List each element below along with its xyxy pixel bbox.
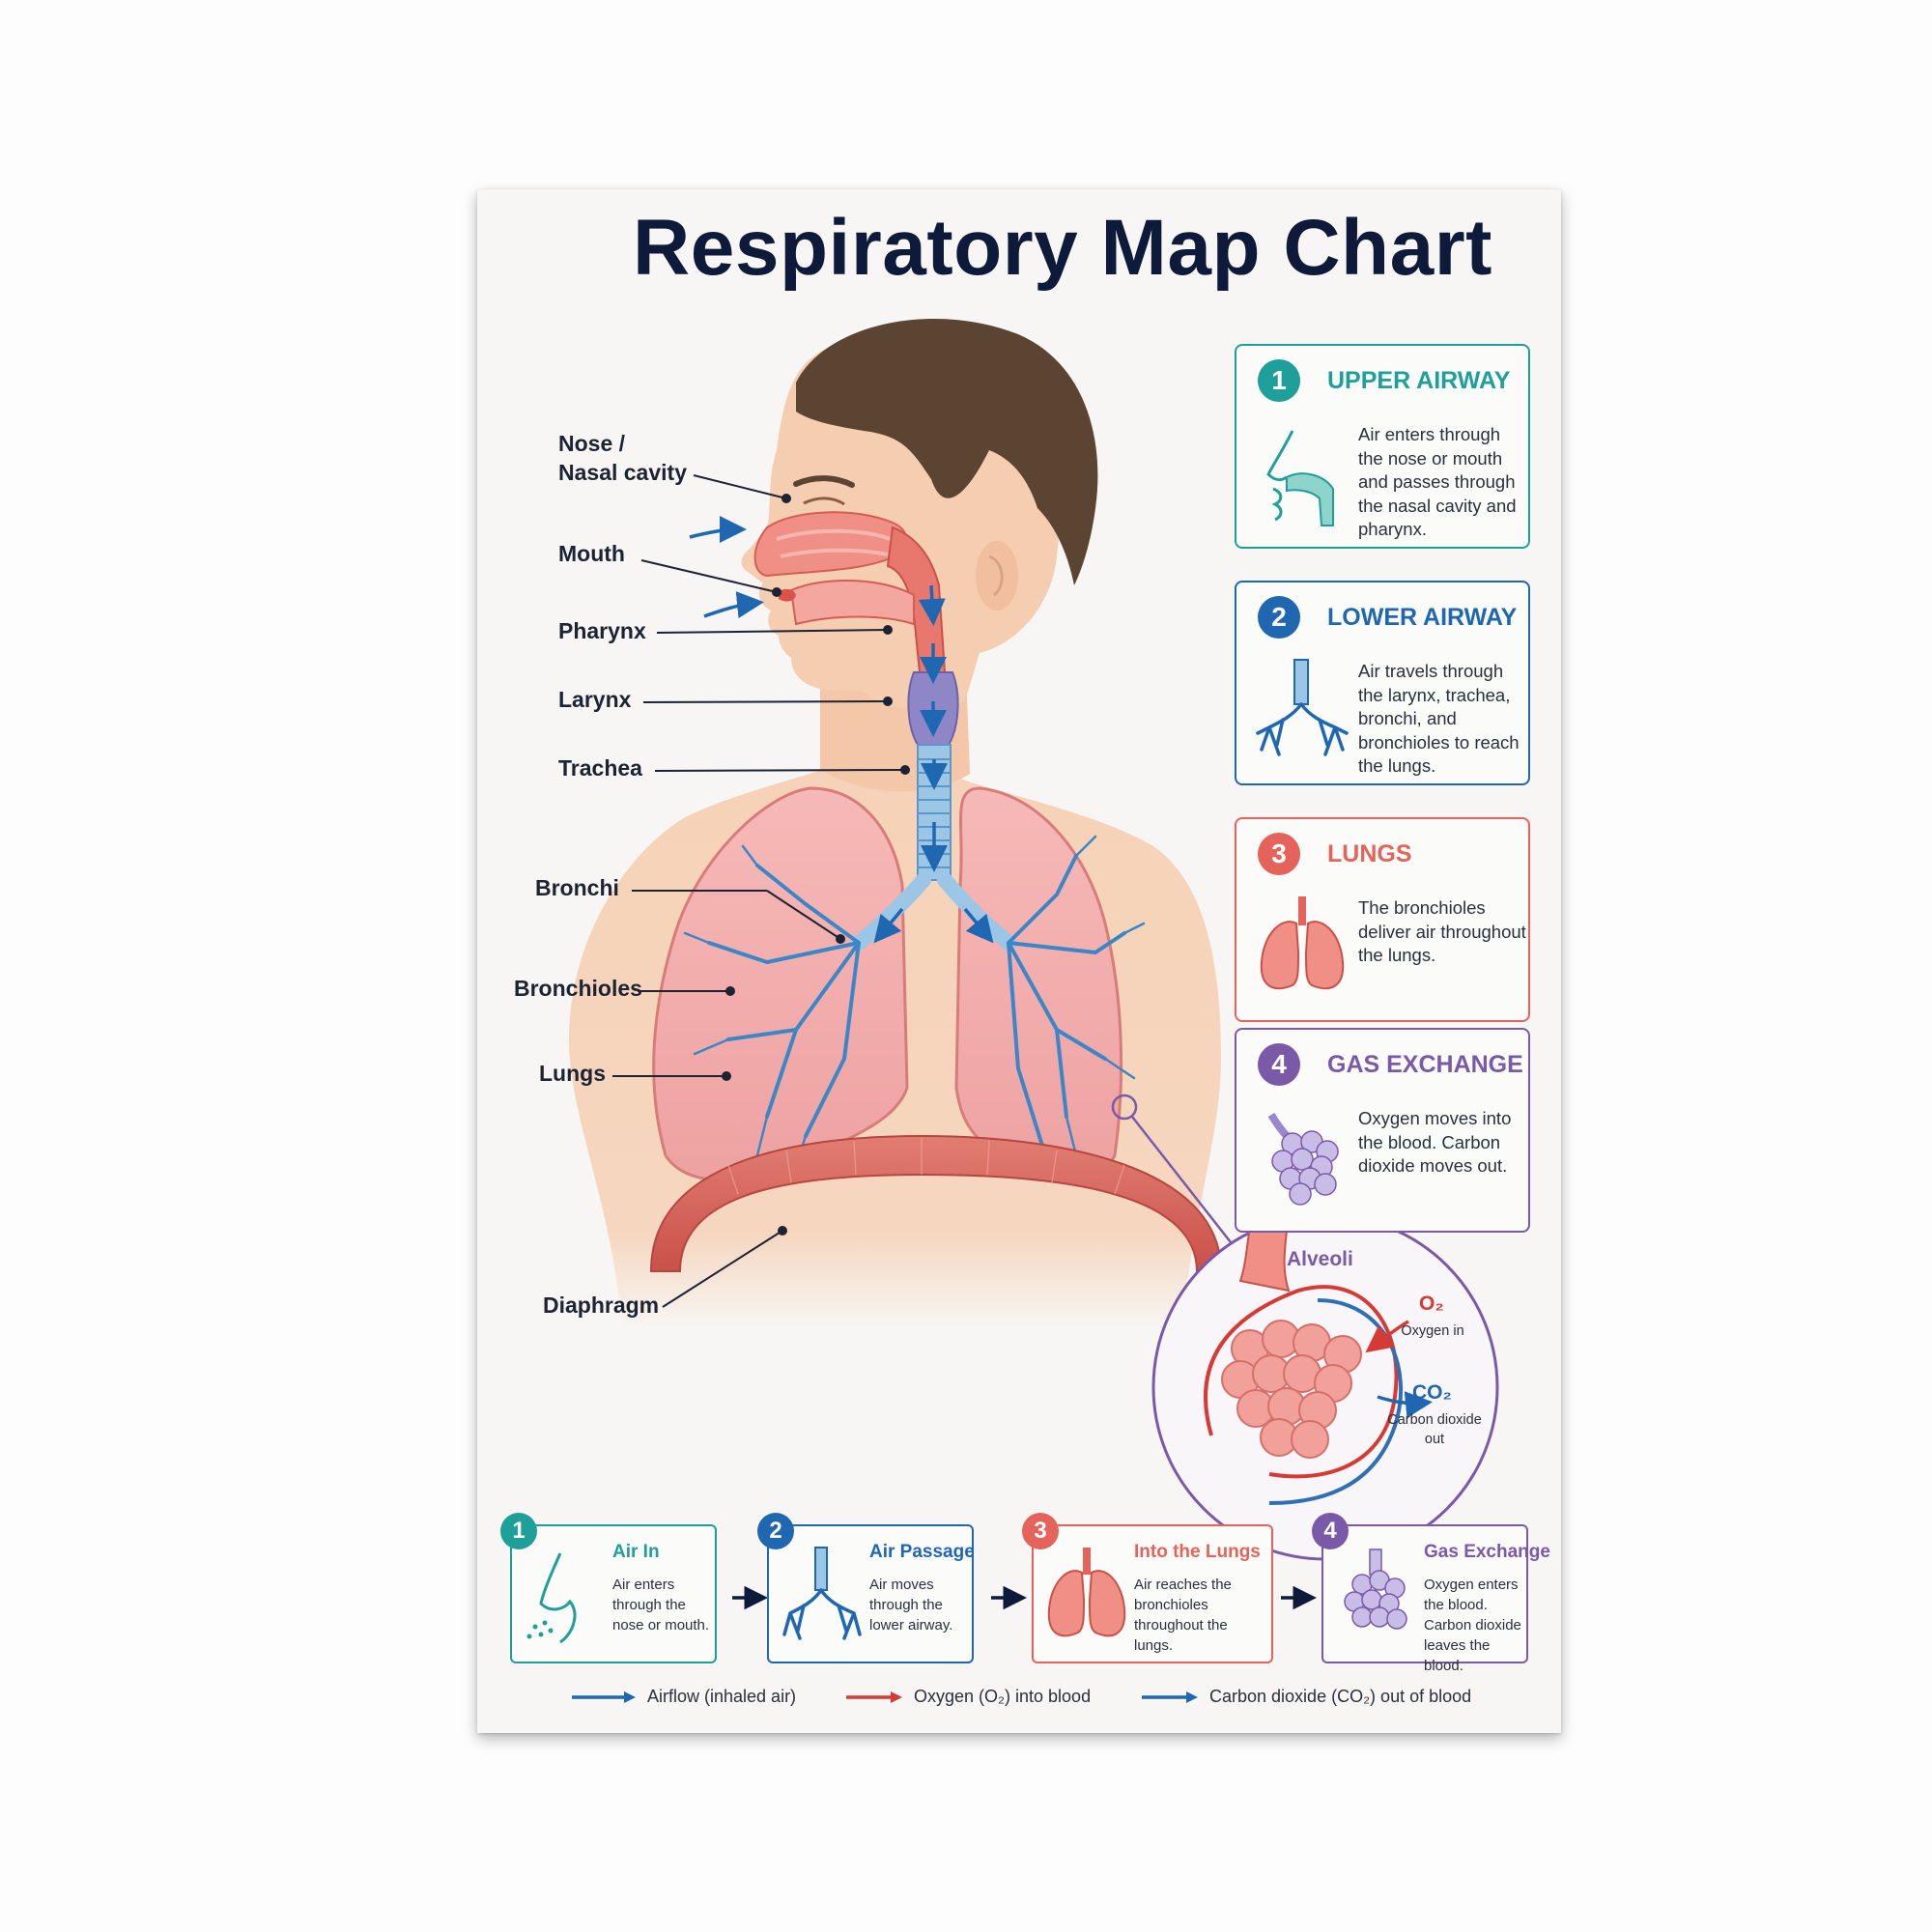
oxygen-arrow-icon: [846, 1691, 902, 1704]
legend-label: Carbon dioxide (CO₂) out of blood: [1209, 1687, 1472, 1706]
label-nose-line1: Nose /: [558, 431, 626, 456]
card-number: 2: [1258, 596, 1300, 639]
card-text: Air travels through the larynx, trachea,…: [1358, 661, 1520, 776]
step-number: 2: [757, 1513, 794, 1549]
step-air-passage: 2 Air Passage Air moves through the lowe…: [757, 1513, 975, 1663]
leader-lines: [612, 474, 910, 1308]
diaphragm-striations: [727, 1138, 1125, 1195]
card-title: LOWER AIRWAY: [1327, 604, 1518, 631]
step-text: Oxygen enters the blood. Carbon dioxide …: [1424, 1577, 1521, 1674]
anatomy-illustration: [569, 319, 1499, 1610]
bronchial-tree: [683, 835, 1146, 1177]
card-number: 1: [1258, 359, 1300, 402]
card-upper-airway: 1 UPPER AIRWAY Air enters through the no…: [1235, 344, 1530, 549]
co2-symbol: CO₂: [1412, 1381, 1452, 1404]
step-title: Air Passage: [869, 1542, 975, 1562]
step-text: Air enters through the nose or mouth.: [612, 1577, 710, 1634]
o2-label: Oxygen in: [1401, 1323, 1464, 1339]
airway-airflow-arrows: [873, 584, 994, 944]
nose-icon: [526, 1552, 577, 1644]
right-lung-left-side: [652, 786, 909, 1182]
step-title: Into the Lungs: [1134, 1542, 1261, 1562]
step-into-the-lungs: 3 Into the Lungs Air reaches the bronchi…: [1022, 1513, 1273, 1663]
co2-label: Carbon dioxide out: [1387, 1412, 1482, 1447]
nose-icon: [1266, 430, 1334, 526]
step-text: Air reaches the bronchioles throughout t…: [1134, 1577, 1232, 1654]
alveoli-pointer: [1111, 1094, 1138, 1121]
card-title: LUNGS: [1327, 840, 1412, 867]
label-lungs: Lungs: [539, 1061, 606, 1086]
card-title: GAS EXCHANGE: [1327, 1051, 1523, 1078]
co2-out-arrow: [1377, 1391, 1433, 1419]
step-title: Gas Exchange: [1424, 1542, 1550, 1562]
label-bronchioles: Bronchioles: [514, 976, 642, 1001]
label-pharynx: Pharynx: [558, 618, 646, 643]
card-number: 3: [1258, 833, 1300, 875]
step-number: 1: [500, 1513, 537, 1549]
step-text: Air moves through the lower airway.: [869, 1577, 953, 1634]
card-text: The bronchioles deliver air throughout t…: [1358, 897, 1526, 965]
lungs-icon: [1260, 896, 1345, 990]
label-bronchi: Bronchi: [535, 875, 619, 900]
bronchi-icon: [782, 1547, 862, 1640]
card-lower-airway: 2 LOWER AIRWAY Air travels through the l…: [1235, 581, 1530, 785]
o2-symbol: O₂: [1419, 1293, 1444, 1315]
air-in-mouth-arrow: [703, 591, 764, 619]
card-text: Air enters through the nose or mouth and…: [1358, 424, 1517, 539]
page-title: Respiratory Map Chart: [633, 204, 1492, 292]
step-number: 3: [1022, 1513, 1059, 1549]
hair: [796, 319, 1098, 585]
label-nose-line2: Nasal cavity: [558, 460, 687, 485]
legend-label: Oxygen (O₂) into blood: [914, 1687, 1092, 1706]
ear: [976, 541, 1018, 611]
alveoli-icon: [1267, 1112, 1339, 1206]
airflow-arrow-icon: [572, 1691, 636, 1704]
step-title: Air In: [612, 1542, 660, 1562]
card-number: 4: [1258, 1043, 1300, 1086]
lungs-icon: [1047, 1548, 1126, 1637]
legend: Airflow (inhaled air) Oxygen (O₂) into b…: [477, 1687, 1561, 1716]
bronchi-icon: [1256, 659, 1349, 756]
co2-arrow-icon: [1142, 1691, 1198, 1704]
air-in-nose-arrow: [689, 516, 747, 544]
label-mouth: Mouth: [558, 541, 625, 566]
card-title: UPPER AIRWAY: [1327, 367, 1511, 394]
legend-item-airflow: Airflow (inhaled air): [570, 1687, 796, 1707]
card-gas-exchange: 4 GAS EXCHANGE Oxygen moves into the blo…: [1235, 1028, 1530, 1233]
legend-item-carbon-dioxide: Carbon dioxide (CO₂) out of blood: [1140, 1687, 1471, 1707]
lips: [779, 588, 796, 602]
step-number: 4: [1312, 1513, 1349, 1549]
legend-label: Airflow (inhaled air): [647, 1687, 797, 1706]
step-air-in: 1 Air In Air enters through the nose or …: [500, 1513, 717, 1663]
oral-cavity: [789, 580, 915, 626]
legend-item-oxygen: Oxygen (O₂) into blood: [844, 1687, 1091, 1707]
label-larynx: Larynx: [558, 687, 632, 712]
card-text: Oxygen moves into the blood. Carbon diox…: [1358, 1108, 1512, 1176]
o2-in-arrow: [1365, 1320, 1409, 1353]
label-diaphragm: Diaphragm: [543, 1293, 660, 1318]
label-trachea: Trachea: [558, 755, 642, 781]
poster: Respiratory Map Chart: [477, 189, 1561, 1733]
step-gas-exchange: 4 Gas Exchange Oxygen enters the blood. …: [1312, 1513, 1550, 1674]
alveoli-icon: [1344, 1548, 1407, 1630]
alveoli-title: Alveoli: [1287, 1248, 1353, 1270]
card-lungs: 3 LUNGS The bronchioles deliver air thro…: [1235, 817, 1530, 1022]
